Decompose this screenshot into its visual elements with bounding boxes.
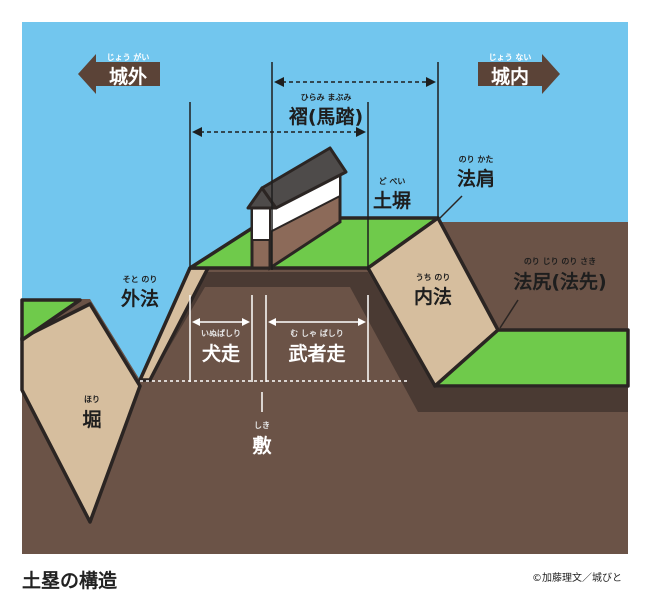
hiraba-ruby: ひらみ まぶみ	[301, 93, 352, 102]
hori-ruby: ほり	[84, 395, 100, 404]
leader-lines	[437, 195, 519, 329]
dimension-arrowheads	[192, 77, 436, 137]
inside-ruby: じょう ない	[489, 53, 532, 62]
sotonori-label: 外法	[121, 287, 159, 310]
moat-slope	[20, 302, 142, 524]
sotonori-ruby: そと のり	[123, 275, 158, 284]
berm-arrowheads	[192, 318, 366, 326]
dobei-label: 土塀	[373, 190, 411, 212]
mushabashiri-ruby: む しゃ ばしり	[290, 328, 344, 338]
earthwork-core	[140, 272, 628, 412]
norijiri-label: 法尻(法先)	[513, 270, 606, 293]
norikata-ruby: のり かた	[459, 154, 494, 164]
shiki-label: 敷	[252, 434, 272, 457]
inside-arrow: じょう ない 城内	[478, 53, 560, 94]
earth-wall	[246, 146, 348, 271]
uchinori-label: 内法	[414, 285, 452, 308]
figure-caption: 土塁の構造	[22, 570, 118, 592]
dobei-ruby: ど べい	[379, 176, 406, 186]
norikata-label: 法肩	[457, 167, 495, 190]
inubashiri-ruby: いぬばしり	[201, 328, 241, 338]
outer-grass	[20, 298, 82, 342]
berm-dimension-lines	[140, 295, 408, 412]
inside-label: 城内	[491, 65, 529, 88]
outside-label: 城外	[109, 65, 147, 88]
uchinori-ruby: うち のり	[416, 273, 451, 282]
dimension-lines	[189, 62, 439, 270]
hori-label: 堀	[82, 409, 101, 431]
norijiri-ruby: のり じり のり さき	[524, 257, 596, 266]
shiki-ruby: しき	[254, 421, 270, 430]
outside-arrow: じょう がい 城外	[78, 52, 160, 94]
mushabashiri-label: 武者走	[288, 343, 345, 365]
hiraba-label: 褶(馬踏)	[289, 105, 363, 128]
figure-credit: ©加藤理文／城びと	[532, 573, 622, 584]
inner-grass	[433, 328, 630, 388]
inubashiri-label: 犬走	[202, 342, 240, 365]
outside-ruby: じょう がい	[107, 52, 150, 62]
